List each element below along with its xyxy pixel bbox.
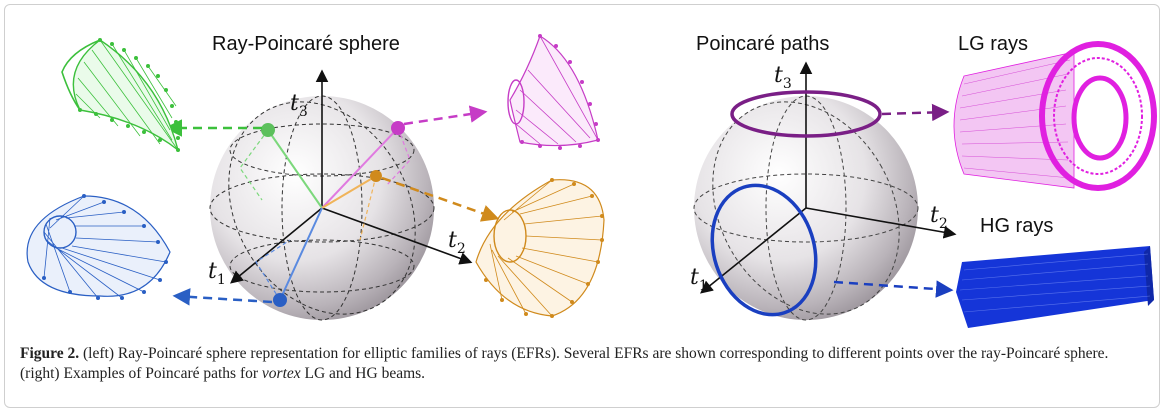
orange-point-vector (321, 170, 382, 241)
hg-poincare-path (710, 183, 818, 317)
hg-rays-label: HG rays (980, 215, 1053, 237)
hg-rays-graphic (956, 246, 1154, 328)
green-point-vector (239, 123, 323, 209)
left-panel-title: Ray-Poincaré sphere (212, 33, 400, 55)
axis-t3-right-label: t3 (774, 63, 792, 92)
lg-rays-label: LG rays (958, 33, 1028, 55)
magenta-ray-family (507, 34, 600, 150)
axis-t2-right (805, 207, 957, 239)
axis-t1 (230, 207, 323, 284)
figure-caption: Figure 2. (left) Ray-Poincaré sphere rep… (20, 344, 1140, 384)
magenta-point-vector (321, 121, 411, 209)
blue-point-vector (255, 207, 323, 307)
axis-t3-label: t3 (290, 91, 308, 120)
arrow-lg (881, 103, 950, 122)
right-panel: Poincaré paths LG rays HG rays t3 t2 t1 (690, 33, 1157, 328)
lg-rays-graphic (953, 41, 1157, 191)
arrow-magenta (403, 105, 488, 126)
axis-t1-right-label: t1 (690, 265, 708, 294)
caption-text-2: LG and HG beams. (300, 365, 426, 382)
arrow-blue (172, 288, 273, 306)
axis-t2 (321, 207, 473, 265)
green-ray-family (61, 38, 180, 152)
axis-t2-right-label: t2 (930, 203, 948, 232)
caption-italic: vortex (261, 365, 301, 382)
caption-text-1: (left) Ray-Poincaré sphere representatio… (20, 345, 1109, 382)
blue-ray-family (26, 194, 171, 300)
caption-label: Figure 2. (20, 345, 80, 362)
axis-t1-label: t1 (208, 259, 226, 288)
axis-t1-right (700, 207, 807, 294)
arrow-orange (381, 176, 500, 222)
axis-t2-label: t2 (448, 228, 466, 257)
lg-poincare-path (730, 90, 882, 138)
arrow-hg (833, 280, 954, 298)
orange-ray-family (475, 178, 605, 318)
right-panel-title: Poincaré paths (696, 33, 829, 55)
left-panel: Ray-Poincaré sphere t3 t2 t1 (26, 33, 605, 321)
